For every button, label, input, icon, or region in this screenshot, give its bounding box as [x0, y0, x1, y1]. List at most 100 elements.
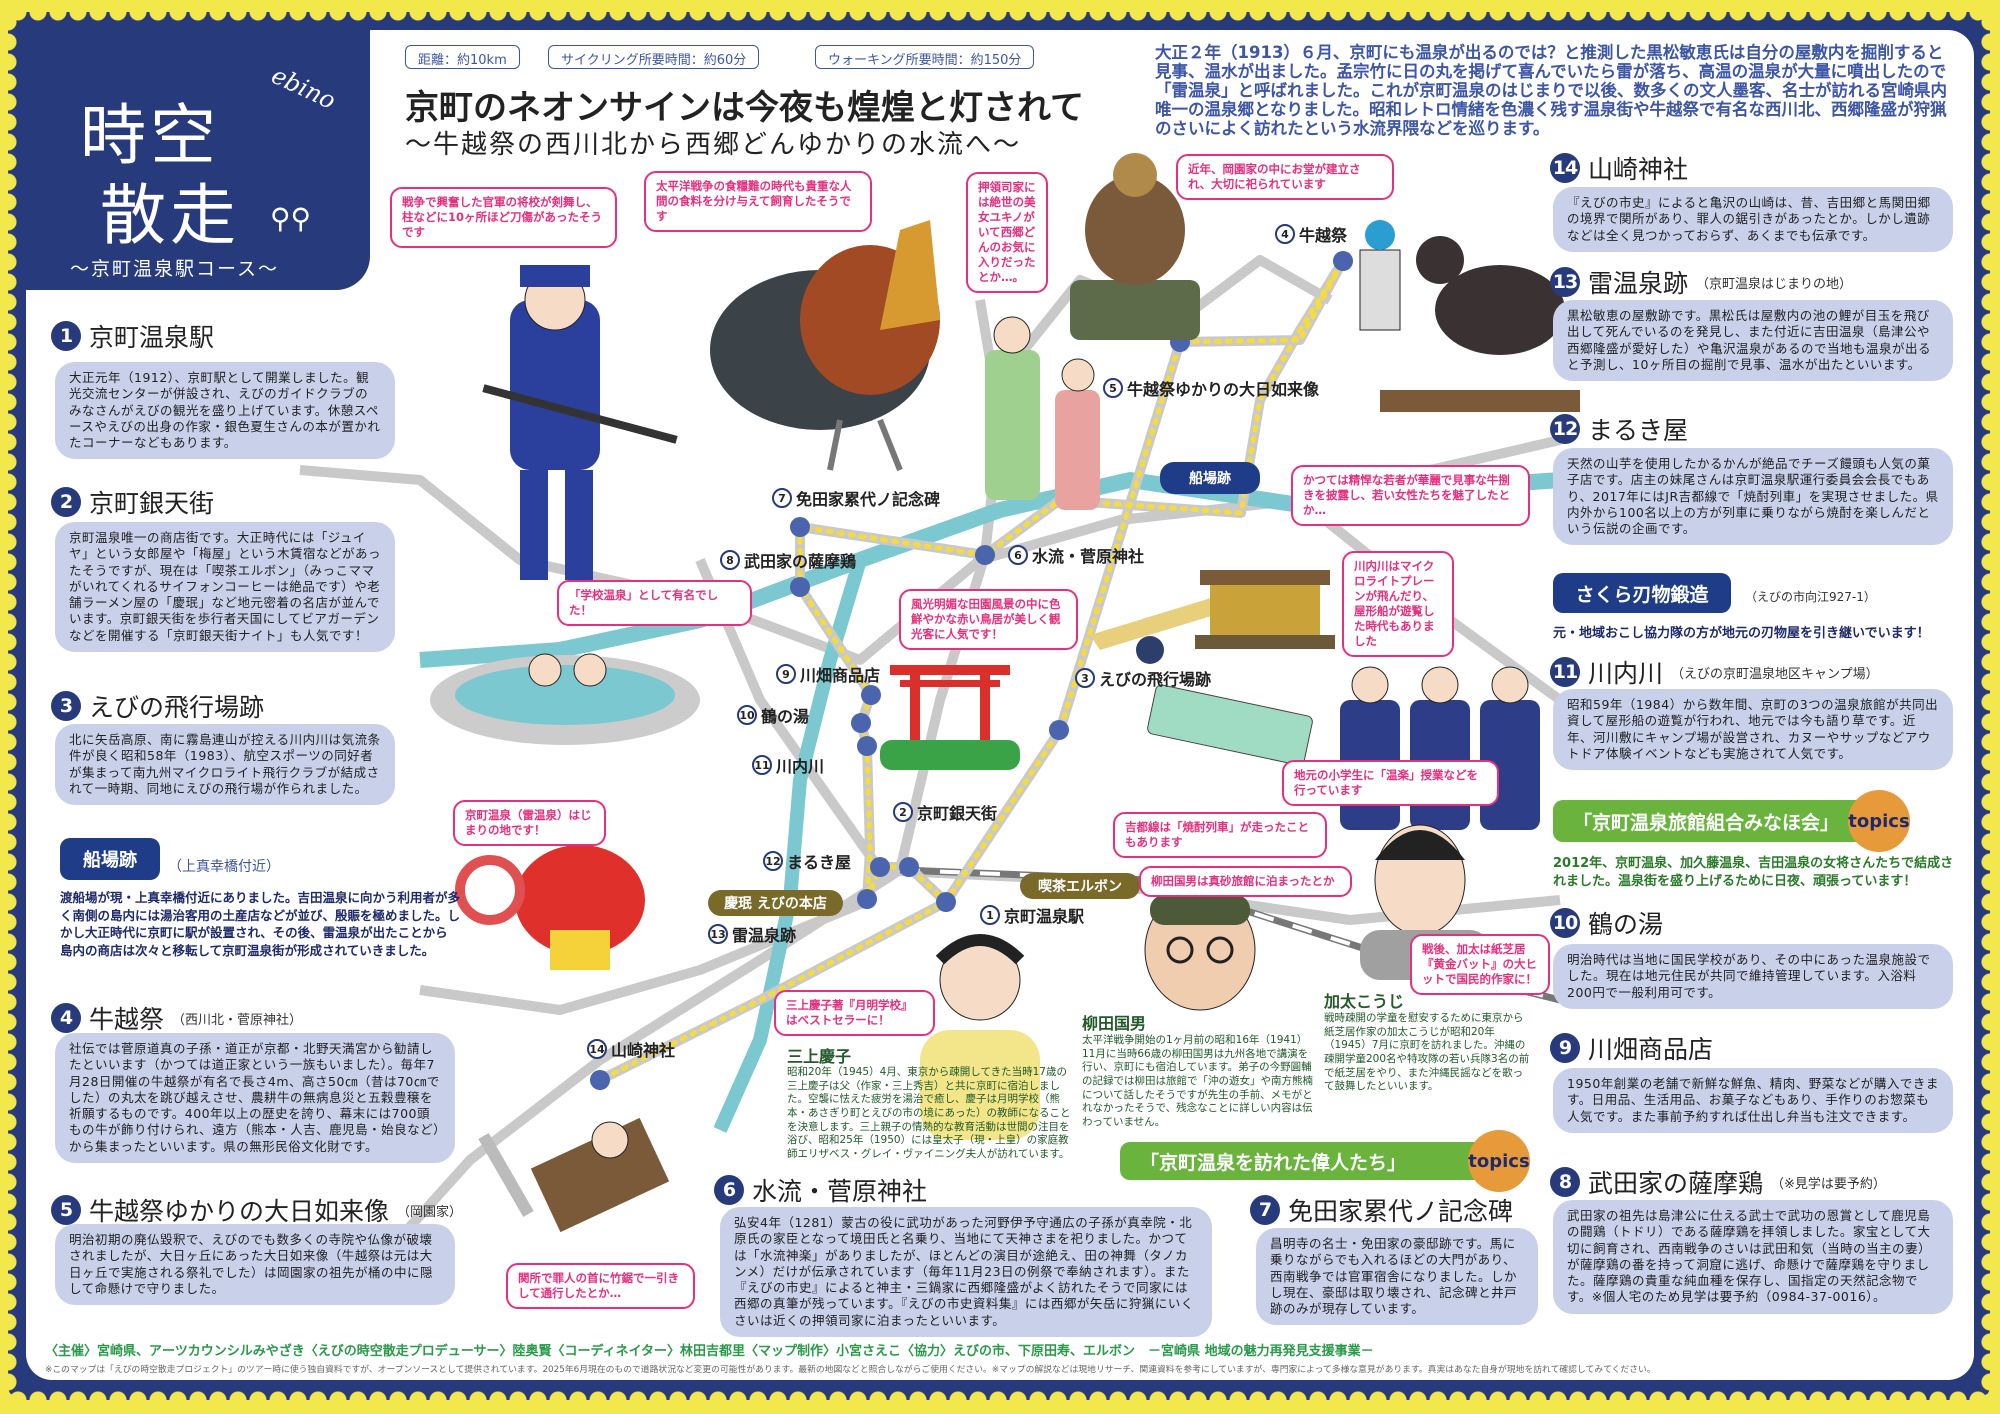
spot-name: 山崎神社	[1588, 155, 1689, 184]
spot-description-2: 京町温泉唯一の商店街です。大正時代には「ジュイヤ」という女郎屋や「梅屋」という木…	[55, 522, 395, 652]
number-circle: 12	[763, 851, 783, 871]
speech-bubble: 吉都線は「焼酎列車」が走ったこともあります	[1113, 812, 1327, 858]
map-pin-14[interactable]	[590, 1070, 610, 1090]
map-pin-3[interactable]	[1049, 720, 1069, 740]
spot-name: まるき屋	[1588, 416, 1689, 445]
map-label-text: 山崎神社	[611, 1041, 676, 1060]
map-label-text: 鶴の湯	[761, 707, 810, 726]
footer-credits: 〈主催〉宮崎県、アーツカウンシルみやざき〈えびの時空散走プロデューサー〉陸奥賢〈…	[45, 1344, 1374, 1359]
number-circle: 8	[720, 550, 740, 570]
spot-description-8: 武田家の祖先は島津公に仕える武士で武功の恩賞として鹿児島の闘鶏（トドリ）である薩…	[1553, 1200, 1953, 1314]
topics-badge: topics	[1468, 1130, 1530, 1192]
demon-illustration	[455, 800, 645, 970]
spot-name: 川内川	[1588, 659, 1664, 688]
spot-description-4: 社伝では菅原道真の子孫・道正が京都・北野天満宮から勧請したといいます（かつては道…	[55, 1033, 455, 1163]
map-badge[interactable]: 慶珉 えびの本店	[708, 890, 843, 916]
spot-description-13: 黒松敏恵の屋敷跡です。黒松氏は屋敷内の池の鯉が目玉を飛び出して死んでいるのを発見…	[1553, 300, 1953, 381]
map-label-text: 免田家累代ノ記念碑	[796, 490, 941, 509]
number-badge: 3	[51, 691, 81, 721]
funaba-note: （上真幸橋付近）	[168, 859, 280, 875]
map-label-text: 川内川	[776, 757, 825, 776]
logo: ebino 時空 散走 ⚲⚲ ～京町温泉駅コース～	[20, 22, 370, 290]
spot-name: 免田家累代ノ記念碑	[1288, 1197, 1514, 1226]
funaba-text: 渡船場が現・上真幸橋付近にありました。吉田温泉に向かう利用者が多く南側の島内には…	[60, 890, 461, 958]
number-circle: 11	[752, 755, 772, 775]
ox-jumping-illustration	[1359, 220, 1580, 412]
topics-people-bar: 「京町温泉を訪れた偉人たち」	[1120, 1142, 1490, 1180]
map-badge[interactable]: 喫茶エルボン	[1020, 873, 1140, 899]
map-pin-8[interactable]	[790, 577, 810, 597]
train-illustration	[1147, 684, 1313, 766]
map-pin-4[interactable]	[1333, 251, 1353, 271]
sakura-text: 元・地域おこし協力隊の方が地元の刃物屋を引き継いでいます！	[1553, 626, 1930, 641]
map-pin-1[interactable]	[936, 892, 956, 912]
speech-bubble: 「学校温泉」として有名でした！	[557, 580, 752, 626]
topics-badge: topics	[1848, 790, 1910, 852]
topics-minahokai-bar: 「京町温泉旅館組合みなほ会」	[1553, 800, 1893, 842]
map-pin-10[interactable]	[851, 713, 871, 733]
map-pin-9[interactable]	[861, 685, 881, 705]
map-label-text: まるき屋	[787, 853, 852, 872]
map-badge[interactable]: 船場跡	[1160, 462, 1260, 494]
number-badge: 14	[1550, 153, 1580, 183]
map-label-text: 武田家の薩摩鶏	[744, 552, 857, 571]
map-label-text: 牛越祭ゆかりの大日如来像	[1127, 380, 1320, 399]
sakura-note: （えびの市向江927-1）	[1745, 590, 1876, 604]
rooster-illustration	[710, 220, 940, 472]
spot-description-3: 北に矢岳高原、南に霧島連山が控える川内川は気流条件が良く昭和58年（1983）、…	[55, 724, 395, 805]
spot-name: 水流・菅原神社	[752, 1177, 928, 1206]
map-pin-11[interactable]	[857, 736, 877, 756]
spot-name: 雷温泉跡	[1588, 269, 1689, 298]
number-badge: 13	[1550, 267, 1580, 297]
number-circle: 2	[893, 802, 913, 822]
speech-bubble: 川内川はマイクロライトプレーンが飛んだり、屋形船が遊覧した時代もありました	[1342, 551, 1454, 657]
map-label-text: 京町温泉駅	[1004, 907, 1085, 926]
spot-description-14: 『えびの市史』によると亀沢の山崎は、昔、吉田郷と馬関田郷の境界で関所があり、罪人…	[1553, 187, 1953, 252]
number-badge: 4	[51, 1003, 81, 1033]
spot-name: 京町銀天街	[89, 489, 215, 518]
saigo-and-yukino-illustration	[985, 316, 1100, 510]
map-pin-7[interactable]	[790, 517, 810, 537]
torii-illustration	[880, 665, 1020, 770]
houseboat-illustration	[1195, 570, 1335, 649]
map-pin-6[interactable]	[975, 545, 995, 565]
person-bio: 昭和20年（1945）4月、東京から疎開してきた当時17歳の三上慶子は父（作家・…	[787, 1066, 1071, 1160]
logo-title-2: 散走	[100, 177, 240, 254]
logo-title-1: 時空	[80, 97, 220, 174]
spot-note: （西川北・菅原神社）	[172, 1012, 303, 1028]
map-pin-2[interactable]	[899, 857, 919, 877]
spot-name: 川畑商品店	[1588, 1035, 1714, 1064]
logo-course: ～京町温泉駅コース～	[70, 258, 280, 280]
speech-bubble: 京町温泉（雷温泉）はじまりの地です！	[453, 800, 606, 846]
map-pin-13[interactable]	[857, 889, 877, 909]
speech-bubble: 地元の小学生に「温楽」授業などを行っています	[1282, 760, 1499, 806]
person-name: 加太こうじ	[1324, 992, 1405, 1011]
map-pin-12[interactable]	[870, 857, 890, 877]
person-bio: 太平洋戦争開始の1ヶ月前の昭和16年（1941）11月に当時66歳の柳田国男は九…	[1082, 1034, 1313, 1128]
spot-name: 牛越祭ゆかりの大日如来像	[89, 1197, 390, 1226]
page-subtitle: ～牛越祭の西川北から西郷どんゆかりの水流へ～	[405, 130, 1022, 160]
map-label-text: 水流・菅原神社	[1032, 547, 1145, 566]
spot-description-6: 弘安4年（1281）蒙古の役に武功があった河野伊予守通広の子孫が真幸院・北原氏の…	[720, 1207, 1212, 1337]
speech-bubble: 戦争で興奮した官軍の将校が剣舞し、柱などに10ヶ所ほど刀傷があったそうです	[390, 187, 617, 248]
